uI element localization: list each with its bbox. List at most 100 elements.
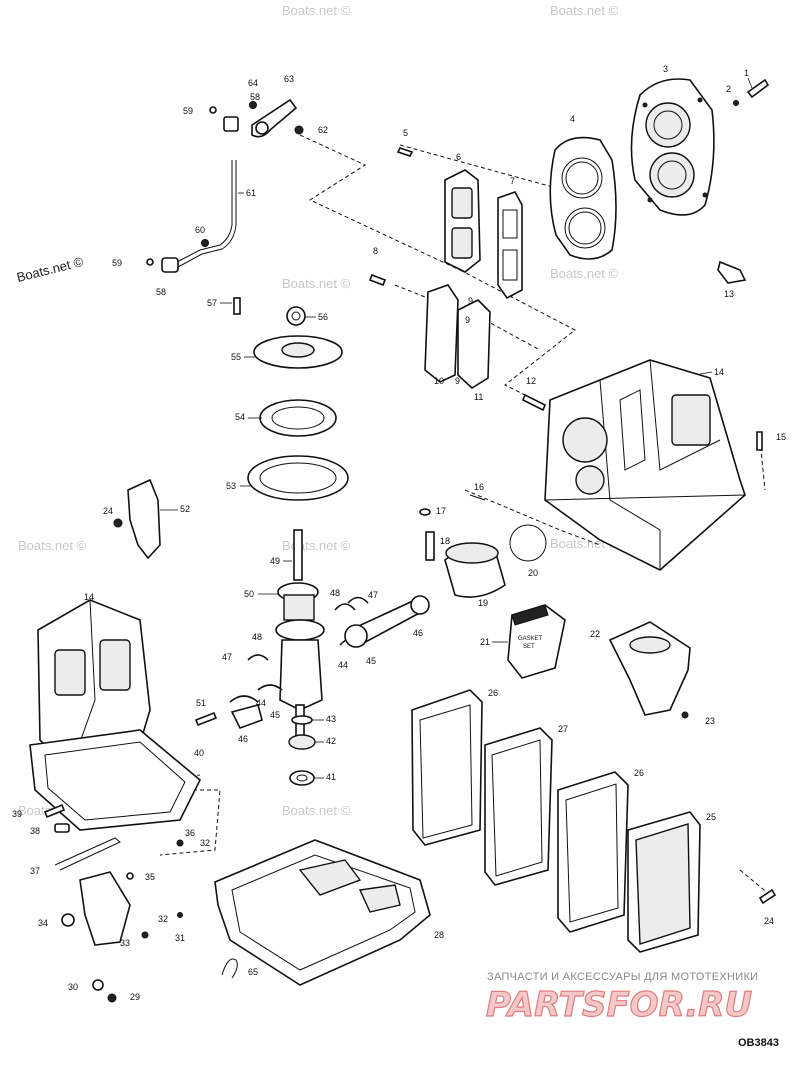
label-15: 15 bbox=[776, 432, 786, 442]
throttle-linkage bbox=[146, 98, 304, 273]
reed-plate bbox=[444, 169, 523, 300]
label-8: 8 bbox=[373, 246, 378, 256]
label-26: 26 bbox=[488, 688, 498, 698]
label-16: 16 bbox=[474, 482, 484, 492]
gasket-box-label: SET bbox=[523, 644, 535, 650]
label-24: 24 bbox=[103, 506, 113, 516]
watermark: Boats.net © bbox=[18, 538, 87, 553]
piston-assembly bbox=[419, 508, 547, 598]
label-44b: 44 bbox=[256, 698, 266, 708]
label-45: 45 bbox=[366, 656, 376, 666]
label-3: 3 bbox=[663, 64, 668, 74]
label-40: 40 bbox=[194, 748, 204, 758]
brand-subtitle: ЗАПЧАСТИ И АКСЕССУАРЫ ДЛЯ МОТОТЕХНИКИ bbox=[487, 971, 758, 983]
label-29: 29 bbox=[130, 992, 140, 1002]
label-34: 34 bbox=[38, 918, 48, 928]
label-45b: 45 bbox=[270, 710, 280, 720]
label-11: 11 bbox=[474, 392, 483, 402]
watermark: Boats.net © bbox=[282, 3, 351, 18]
watermark: Boats.net © bbox=[550, 3, 619, 18]
label-36: 36 bbox=[185, 828, 195, 838]
part-labels: 1 2 3 4 5 6 7 8 9 9 10 9 11 12 13 14 15 … bbox=[12, 64, 786, 1002]
rod-bearings bbox=[229, 595, 430, 729]
bolt-51 bbox=[194, 711, 218, 727]
label-60: 60 bbox=[195, 225, 205, 235]
label-32b: 32 bbox=[200, 838, 210, 848]
label-24b: 24 bbox=[764, 916, 774, 926]
label-28: 28 bbox=[434, 930, 444, 940]
bottom-left-hardware bbox=[43, 803, 184, 1003]
bracket-plate bbox=[113, 478, 161, 560]
label-2: 2 bbox=[726, 84, 731, 94]
label-46: 46 bbox=[413, 628, 423, 638]
label-47b: 47 bbox=[222, 652, 232, 662]
label-48: 48 bbox=[330, 588, 340, 598]
label-14b: 14 bbox=[84, 592, 94, 602]
transfer-covers bbox=[424, 284, 491, 390]
label-4: 4 bbox=[570, 114, 575, 124]
label-52: 52 bbox=[180, 504, 190, 514]
label-51: 51 bbox=[196, 698, 206, 708]
brand-logo: PARTSFOR.RU bbox=[486, 985, 752, 1025]
watermark: Boats.net © bbox=[282, 803, 351, 818]
label-65: 65 bbox=[248, 967, 258, 977]
label-59b: 59 bbox=[112, 258, 122, 268]
label-64: 64 bbox=[248, 78, 258, 88]
label-35: 35 bbox=[145, 872, 155, 882]
label-62: 62 bbox=[318, 125, 328, 135]
label-58b: 58 bbox=[156, 287, 166, 297]
label-43: 43 bbox=[326, 714, 336, 724]
bolt-24 bbox=[758, 888, 777, 905]
diagram-code: OB3843 bbox=[738, 1037, 779, 1049]
bolts-right bbox=[469, 431, 763, 501]
label-5: 5 bbox=[403, 128, 408, 138]
label-38: 38 bbox=[30, 826, 40, 836]
label-54: 54 bbox=[235, 412, 245, 422]
label-26b: 26 bbox=[634, 768, 644, 778]
seal-stack bbox=[233, 297, 349, 501]
label-49: 49 bbox=[270, 556, 280, 566]
label-56: 56 bbox=[318, 312, 328, 322]
label-31: 31 bbox=[175, 933, 185, 943]
label-27: 27 bbox=[558, 724, 568, 734]
bolts-top bbox=[368, 78, 770, 412]
label-33: 33 bbox=[120, 938, 130, 948]
crankcase-left bbox=[29, 599, 201, 831]
clip-65 bbox=[221, 958, 238, 979]
watermark: Boats.net © bbox=[282, 538, 351, 553]
cylinder-head bbox=[630, 78, 715, 216]
label-14: 14 bbox=[714, 367, 724, 377]
label-9b: 9 bbox=[465, 315, 470, 325]
label-47: 47 bbox=[368, 590, 378, 600]
gasket-set-box: GASKET SET bbox=[507, 604, 566, 679]
label-41: 41 bbox=[326, 772, 336, 782]
label-61: 61 bbox=[246, 188, 256, 198]
label-44: 44 bbox=[338, 660, 348, 670]
crankcase-block bbox=[544, 359, 746, 571]
label-18: 18 bbox=[440, 536, 450, 546]
label-6: 6 bbox=[456, 152, 461, 162]
label-20: 20 bbox=[528, 568, 538, 578]
label-59: 59 bbox=[183, 106, 193, 116]
label-48b: 48 bbox=[252, 632, 262, 642]
label-7: 7 bbox=[510, 176, 515, 186]
label-9c: 9 bbox=[455, 376, 460, 386]
label-19: 19 bbox=[478, 598, 488, 608]
label-9: 9 bbox=[468, 296, 473, 306]
label-39: 39 bbox=[12, 809, 22, 819]
exhaust-cover bbox=[608, 621, 691, 719]
label-10: 10 bbox=[434, 376, 444, 386]
label-32: 32 bbox=[158, 914, 168, 924]
head-gasket bbox=[549, 136, 617, 260]
label-46b: 46 bbox=[238, 734, 248, 744]
label-21: 21 bbox=[480, 637, 490, 647]
label-17: 17 bbox=[436, 506, 446, 516]
gasket-box-label: GASKET bbox=[518, 636, 543, 642]
label-37: 37 bbox=[30, 866, 40, 876]
watermark: Boats.net © bbox=[282, 276, 351, 291]
watermark-dark: Boats.net © bbox=[15, 254, 85, 285]
label-22: 22 bbox=[590, 629, 600, 639]
label-25: 25 bbox=[706, 812, 716, 822]
gasket-plates bbox=[411, 689, 701, 953]
